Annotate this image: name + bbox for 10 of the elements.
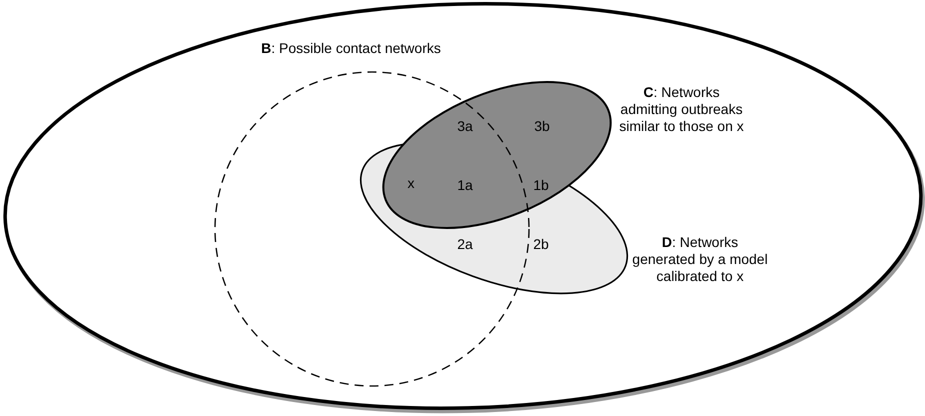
region-label: 3a bbox=[457, 118, 473, 134]
set-label: B: Possible contact networks bbox=[260, 40, 442, 57]
region-label: 3b bbox=[534, 118, 550, 134]
set-label: D: Networks generated by a model calibrated to x bbox=[631, 234, 769, 285]
region-label: 2a bbox=[457, 236, 473, 252]
region-label: x bbox=[408, 175, 414, 191]
region-label: 2b bbox=[533, 236, 549, 252]
region-label: 1b bbox=[533, 177, 549, 193]
region-label: 1a bbox=[457, 177, 473, 193]
set-label: C: Networks admitting outbreaks similar to those on x bbox=[618, 84, 745, 135]
